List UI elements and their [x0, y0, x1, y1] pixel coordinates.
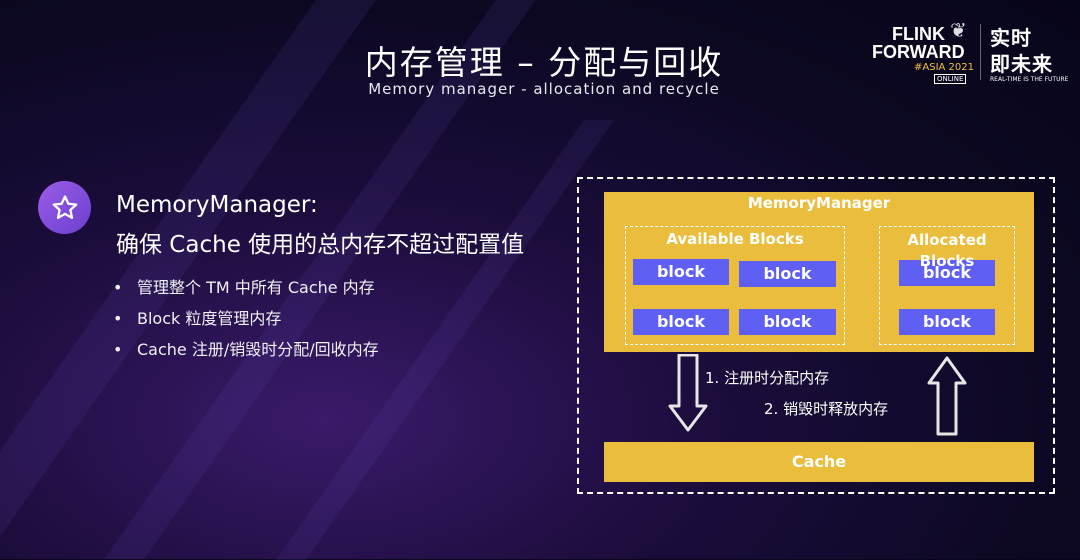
logo-edition: #ASIA 2021	[914, 62, 974, 73]
arrow-up-icon	[927, 356, 967, 436]
available-blocks-box	[625, 226, 845, 345]
logo-line2: FORWARD	[872, 42, 965, 62]
slide-subtitle: Memory manager - allocation and recycle	[368, 80, 720, 98]
list-item-text: 管理整个 TM 中所有 Cache 内存	[137, 278, 375, 297]
bullet-dot: •	[113, 340, 123, 359]
available-block: block	[739, 309, 836, 335]
feature-list: • 管理整个 TM 中所有 Cache 内存 • Block 粒度管理内存 • Cac…	[113, 276, 379, 369]
list-item: • Cache 注册/销毁时分配/回收内存	[113, 338, 379, 369]
bullet-dot: •	[113, 309, 123, 328]
list-item: • 管理整个 TM 中所有 Cache 内存	[113, 276, 379, 307]
step-allocate-label: 1. 注册时分配内存	[705, 369, 830, 387]
allocated-block: block	[899, 260, 995, 286]
flink-forward-logo: FLINK FORWARD ❦ #ASIA 2021 ONLINE 实时 即未来…	[872, 18, 1072, 88]
logo-tagline: REAL-TIME IS THE FUTURE	[990, 76, 1069, 83]
slide-title: 内存管理 – 分配与回收	[364, 43, 724, 82]
allocated-blocks-label: Allocated Blocks	[907, 231, 987, 270]
memory-manager-description: 确保 Cache 使用的总内存不超过配置值	[116, 232, 525, 258]
logo-line1: FLINK	[892, 24, 945, 44]
step-release-label: 2. 销毁时释放内存	[764, 400, 889, 418]
allocated-block: block	[899, 309, 995, 335]
arrow-down-icon	[668, 354, 708, 432]
list-item-text: Cache 注册/销毁时分配/回收内存	[137, 340, 379, 359]
squirrel-icon: ❦	[950, 18, 967, 42]
logo-cn-line2: 即未来	[990, 52, 1053, 76]
logo-online-badge: ONLINE	[934, 74, 967, 84]
diagram-outer-border	[577, 177, 1055, 494]
memory-manager-label: MemoryManager	[747, 194, 891, 212]
available-block: block	[633, 259, 729, 285]
logo-cn-line1: 实时	[990, 26, 1032, 50]
logo-divider	[980, 24, 981, 80]
available-block: block	[633, 309, 729, 335]
memory-manager-heading: MemoryManager:	[116, 192, 318, 218]
available-blocks-label: Available Blocks	[666, 230, 804, 248]
list-item-text: Block 粒度管理内存	[137, 309, 282, 328]
allocated-blocks-box	[879, 226, 1015, 345]
cache-box: Cache	[604, 442, 1034, 482]
star-icon	[38, 181, 91, 234]
available-block: block	[739, 261, 836, 287]
list-item: • Block 粒度管理内存	[113, 307, 379, 338]
bullet-dot: •	[113, 278, 123, 297]
